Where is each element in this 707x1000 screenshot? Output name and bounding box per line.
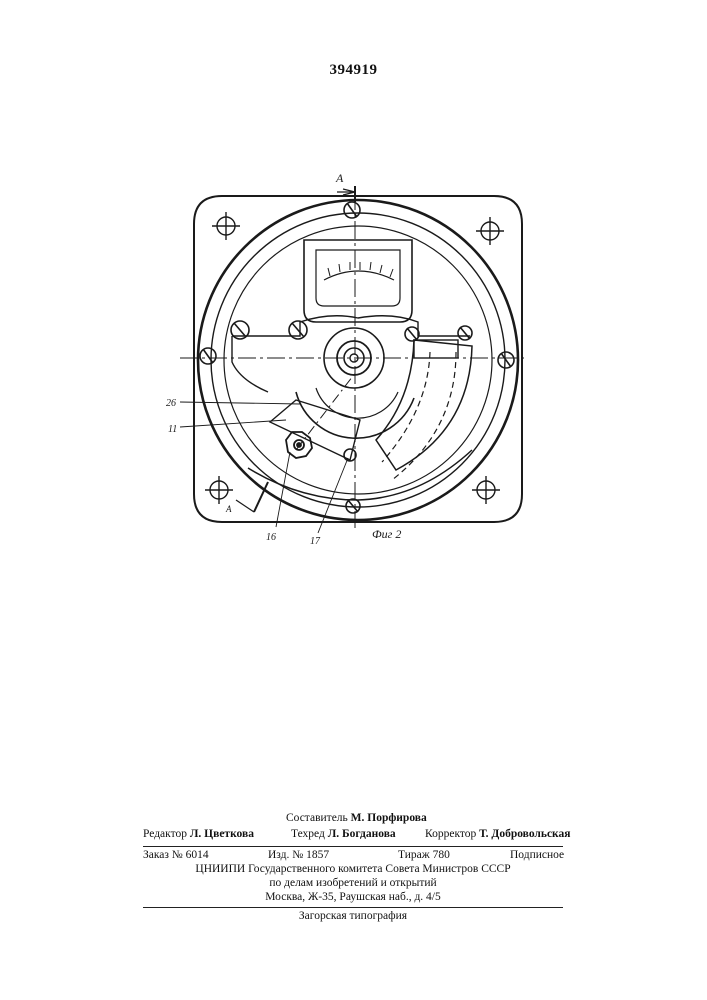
bracket-lower-left <box>232 336 268 392</box>
org-line-1: ЦНИИПИ Государственного комитета Совета … <box>143 863 563 875</box>
ref-16: 16 <box>266 532 276 543</box>
section-label-a-bottom: А <box>225 504 232 514</box>
printer-line: Загорская типография <box>143 910 563 922</box>
lower-arc-plate <box>248 450 472 500</box>
techred-name: Л. Богданова <box>328 828 396 840</box>
ref-26: 26 <box>166 398 176 409</box>
editor-line: Редактор Л. Цветкова <box>143 828 254 840</box>
meter-window-frame <box>304 240 412 322</box>
ref-11: 11 <box>168 424 177 435</box>
org-line-2: по делам изобретений и открытий <box>143 877 563 889</box>
circulation: Тираж 780 <box>398 849 450 861</box>
arc-sector-26-inner <box>316 388 398 418</box>
mounting-bracket <box>232 316 470 336</box>
meter-scale-arc <box>324 271 394 280</box>
compiler-line: Составитель М. Порфирова <box>286 812 427 824</box>
figure-caption: Фиг 2 <box>372 527 401 541</box>
leader-26 <box>180 402 300 404</box>
compiler-label: Составитель <box>286 812 348 824</box>
editor-name: Л. Цветкова <box>190 828 254 840</box>
leader-11 <box>180 420 286 427</box>
techred-label: Техред <box>291 828 325 840</box>
corrector-name: Т. Добровольская <box>479 828 570 840</box>
edition-number: Изд. № 1857 <box>268 849 329 861</box>
compiler-name: М. Порфирова <box>351 812 427 824</box>
ref-17: 17 <box>310 536 321 547</box>
address-line: Москва, Ж-35, Раушская наб., д. 4/5 <box>143 891 563 903</box>
curved-slot-dashed <box>382 352 430 462</box>
section-label-a: А <box>335 171 344 185</box>
corrector-line: Корректор Т. Добровольская <box>425 828 570 840</box>
rule-bottom <box>143 907 563 908</box>
corrector-label: Корректор <box>425 828 476 840</box>
rule-top <box>143 846 563 847</box>
editor-label: Редактор <box>143 828 187 840</box>
subscription: Подписное <box>510 849 564 861</box>
techred-line: Техред Л. Богданова <box>291 828 396 840</box>
order-number: Заказ № 6014 <box>143 849 209 861</box>
